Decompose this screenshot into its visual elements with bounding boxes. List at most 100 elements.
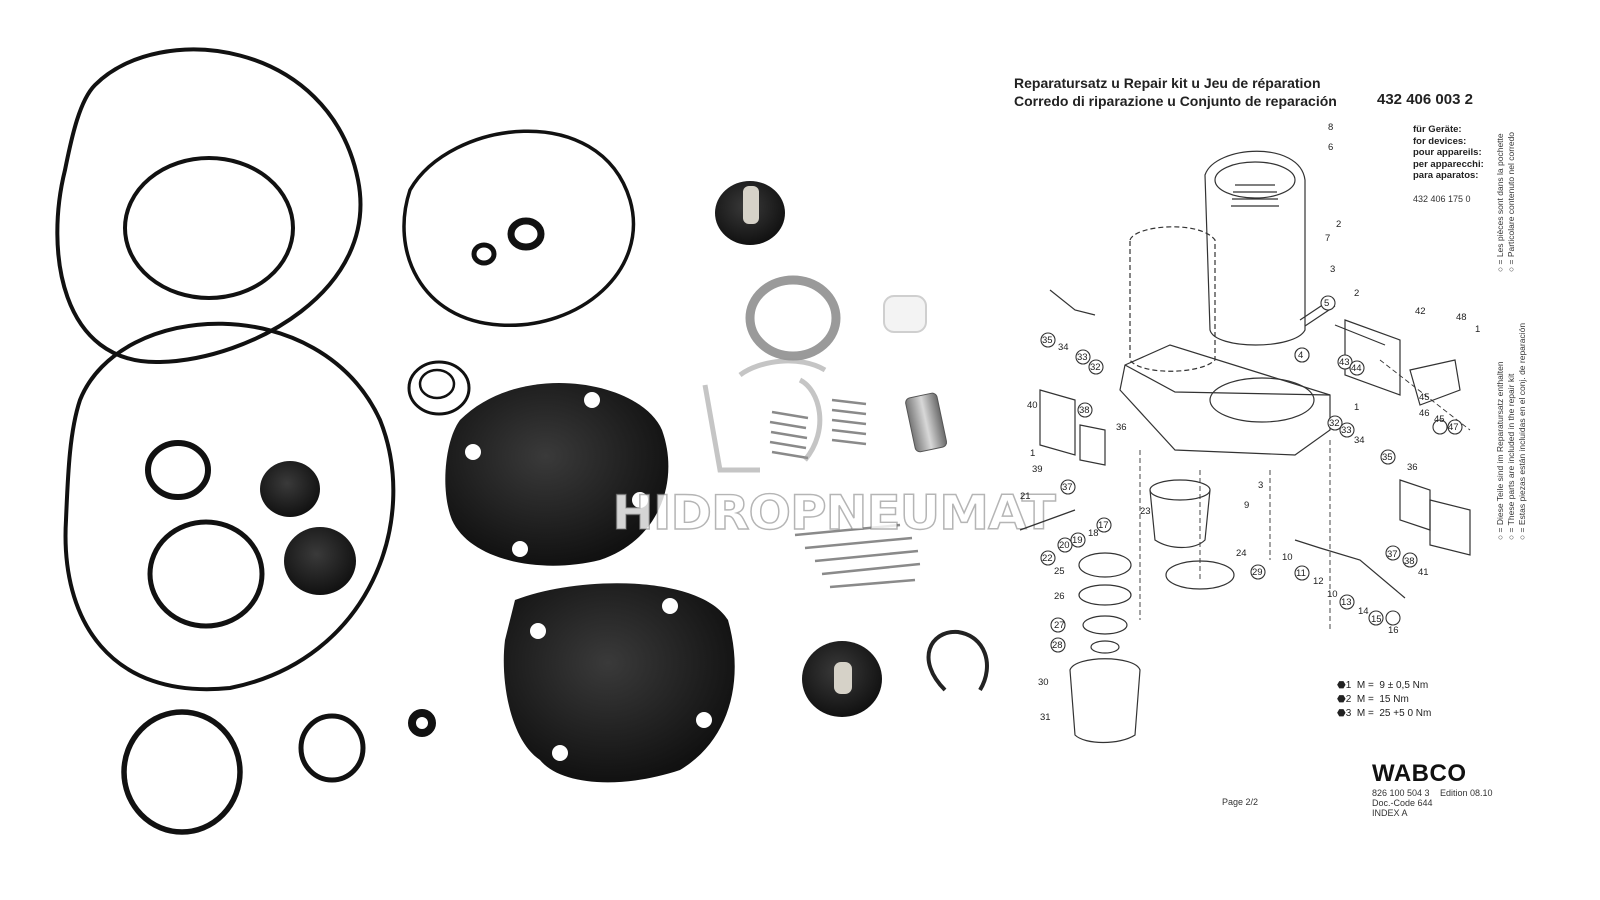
callout-number: 8: [1328, 122, 1333, 133]
small-seal: [507, 217, 545, 251]
devices-label: for devices:: [1413, 135, 1467, 147]
callout-number: 1: [1354, 402, 1359, 413]
callout-number: 13: [1341, 597, 1352, 608]
devices-label: für Geräte:: [1413, 124, 1462, 135]
diaphragm-hole: [696, 712, 712, 728]
part-number: 432 406 003 2: [1377, 91, 1473, 108]
sheet-title-line1: Reparatursatz u Repair kit u Jeu de répa…: [1014, 75, 1321, 91]
drawing-port: [1209, 377, 1315, 423]
callout-number: 36: [1116, 422, 1127, 433]
small-seal-bottom: [408, 709, 436, 737]
callout-number: 38: [1079, 405, 1090, 416]
callout-number: 34: [1058, 342, 1069, 353]
drawing-cylinder-back: [1129, 226, 1216, 372]
large-o-ring-bottom: [63, 321, 396, 692]
callout-number: 48: [1456, 312, 1467, 323]
footer-index: INDEX A: [1372, 808, 1408, 818]
callout-number: 42: [1415, 306, 1426, 317]
drawing-screw: [1049, 289, 1096, 316]
callout-number: 28: [1052, 640, 1063, 651]
callout-number: 10: [1282, 552, 1293, 563]
device-number: 432 406 175 0: [1413, 194, 1471, 204]
drawing-flange: [1079, 424, 1106, 466]
drawing-filter: [1149, 479, 1211, 501]
callout-number: 10: [1327, 589, 1338, 600]
callout-number: 38: [1404, 556, 1415, 567]
drawing-spring: [1165, 560, 1235, 590]
o-ring-small: [145, 440, 211, 500]
callout-number: 9: [1244, 500, 1249, 511]
sheet-title-line2: Corredo di riparazione u Conjunto de rep…: [1014, 93, 1337, 109]
drawing-seal: [1078, 584, 1132, 606]
o-ring-oval-top: [402, 129, 636, 327]
drawing-seal: [1090, 640, 1120, 654]
callout-markers: [1040, 295, 1463, 653]
callout-number: 34: [1354, 435, 1365, 446]
diaphragm-hole: [512, 541, 528, 557]
drawing-valve: [1409, 359, 1461, 406]
callout-number: 11: [1296, 568, 1306, 579]
large-o-ring-top: [55, 47, 363, 365]
drawing-housing-top: [1124, 364, 1331, 396]
callout-number: 17: [1098, 520, 1109, 531]
diaphragm-hole: [584, 392, 600, 408]
footer-doc-number: 826 100 504 3: [1372, 788, 1430, 798]
drawing-flange: [1039, 389, 1076, 456]
callout-number: 15: [1371, 614, 1382, 625]
o-ring-medium-2: [147, 519, 265, 629]
callout-number: 21: [1020, 491, 1031, 502]
drawing-flange: [1344, 319, 1401, 396]
diaphragm-lower: [503, 583, 735, 783]
wabco-logo: WABCO: [1372, 760, 1467, 787]
torque-row: ⬣3 M = 25 +5 0 Nm: [1337, 708, 1432, 719]
callout-number: 1: [1475, 324, 1480, 335]
callout-number: 2: [1336, 219, 1341, 230]
drawing-flange: [1399, 479, 1431, 531]
callout-labels: 8 6 2 7 3 5 2 42 48 1 35 34 33 32 4 43 4…: [1020, 122, 1480, 723]
callout-number: 2: [1354, 288, 1359, 299]
torque-icon: ⬣: [1337, 708, 1346, 719]
diaphragm-hole: [632, 492, 648, 508]
drawing-seal: [1078, 552, 1132, 578]
callout-number: 44: [1351, 363, 1362, 374]
drawing-screw: [1294, 539, 1406, 599]
torque-row: ⬣1 M = 9 ± 0,5 Nm: [1337, 680, 1429, 691]
callout-number: 40: [1027, 400, 1038, 411]
callout-number: 12: [1313, 576, 1324, 587]
torque-icon: ⬣: [1337, 694, 1346, 705]
drawing-cartridge: [1204, 150, 1306, 346]
devices-labels: für Geräte: for devices: pour appareils:…: [1413, 124, 1484, 182]
piston: [905, 392, 948, 453]
o-ring-medium: [123, 156, 295, 300]
callout-number: 35: [1042, 335, 1053, 346]
callout-number: 18: [1088, 528, 1099, 539]
diaphragm-hole: [465, 444, 481, 460]
callout-number: 3: [1258, 480, 1263, 491]
callout-number: 7: [1325, 233, 1330, 244]
drawing-screw: [1019, 509, 1076, 531]
callout-number: 14: [1358, 606, 1369, 617]
callout-number: 33: [1341, 425, 1352, 436]
watermark-text: HIDROPNEUMAT: [611, 485, 1056, 542]
callout-number: 23: [1140, 506, 1151, 517]
valve-disc: [260, 461, 320, 517]
circlip: [926, 629, 989, 692]
o-ring-bottom-mid: [298, 713, 366, 783]
diaphragm-upper: [445, 382, 669, 566]
footer-doc-code: Doc.-Code 644: [1372, 798, 1433, 808]
callout-number: 16: [1388, 625, 1399, 636]
callout-number: 31: [1040, 712, 1051, 723]
callout-number: 47: [1448, 422, 1459, 433]
callout-number: 3: [1330, 264, 1335, 275]
callout-number: 32: [1329, 418, 1340, 429]
callout-number: 5: [1324, 298, 1329, 309]
callout-number: 27: [1054, 620, 1065, 631]
diaphragm-hole: [552, 745, 568, 761]
devices-label: para aparatos:: [1413, 170, 1479, 181]
footer-page: Page 2/2: [1222, 797, 1259, 807]
o-ring-bottom-left: [121, 709, 243, 835]
callout-number: 32: [1090, 362, 1101, 373]
callout-number: 29: [1252, 567, 1263, 578]
drawing-cartridge-top: [1214, 161, 1296, 199]
repair-kit-photo: [55, 47, 989, 835]
